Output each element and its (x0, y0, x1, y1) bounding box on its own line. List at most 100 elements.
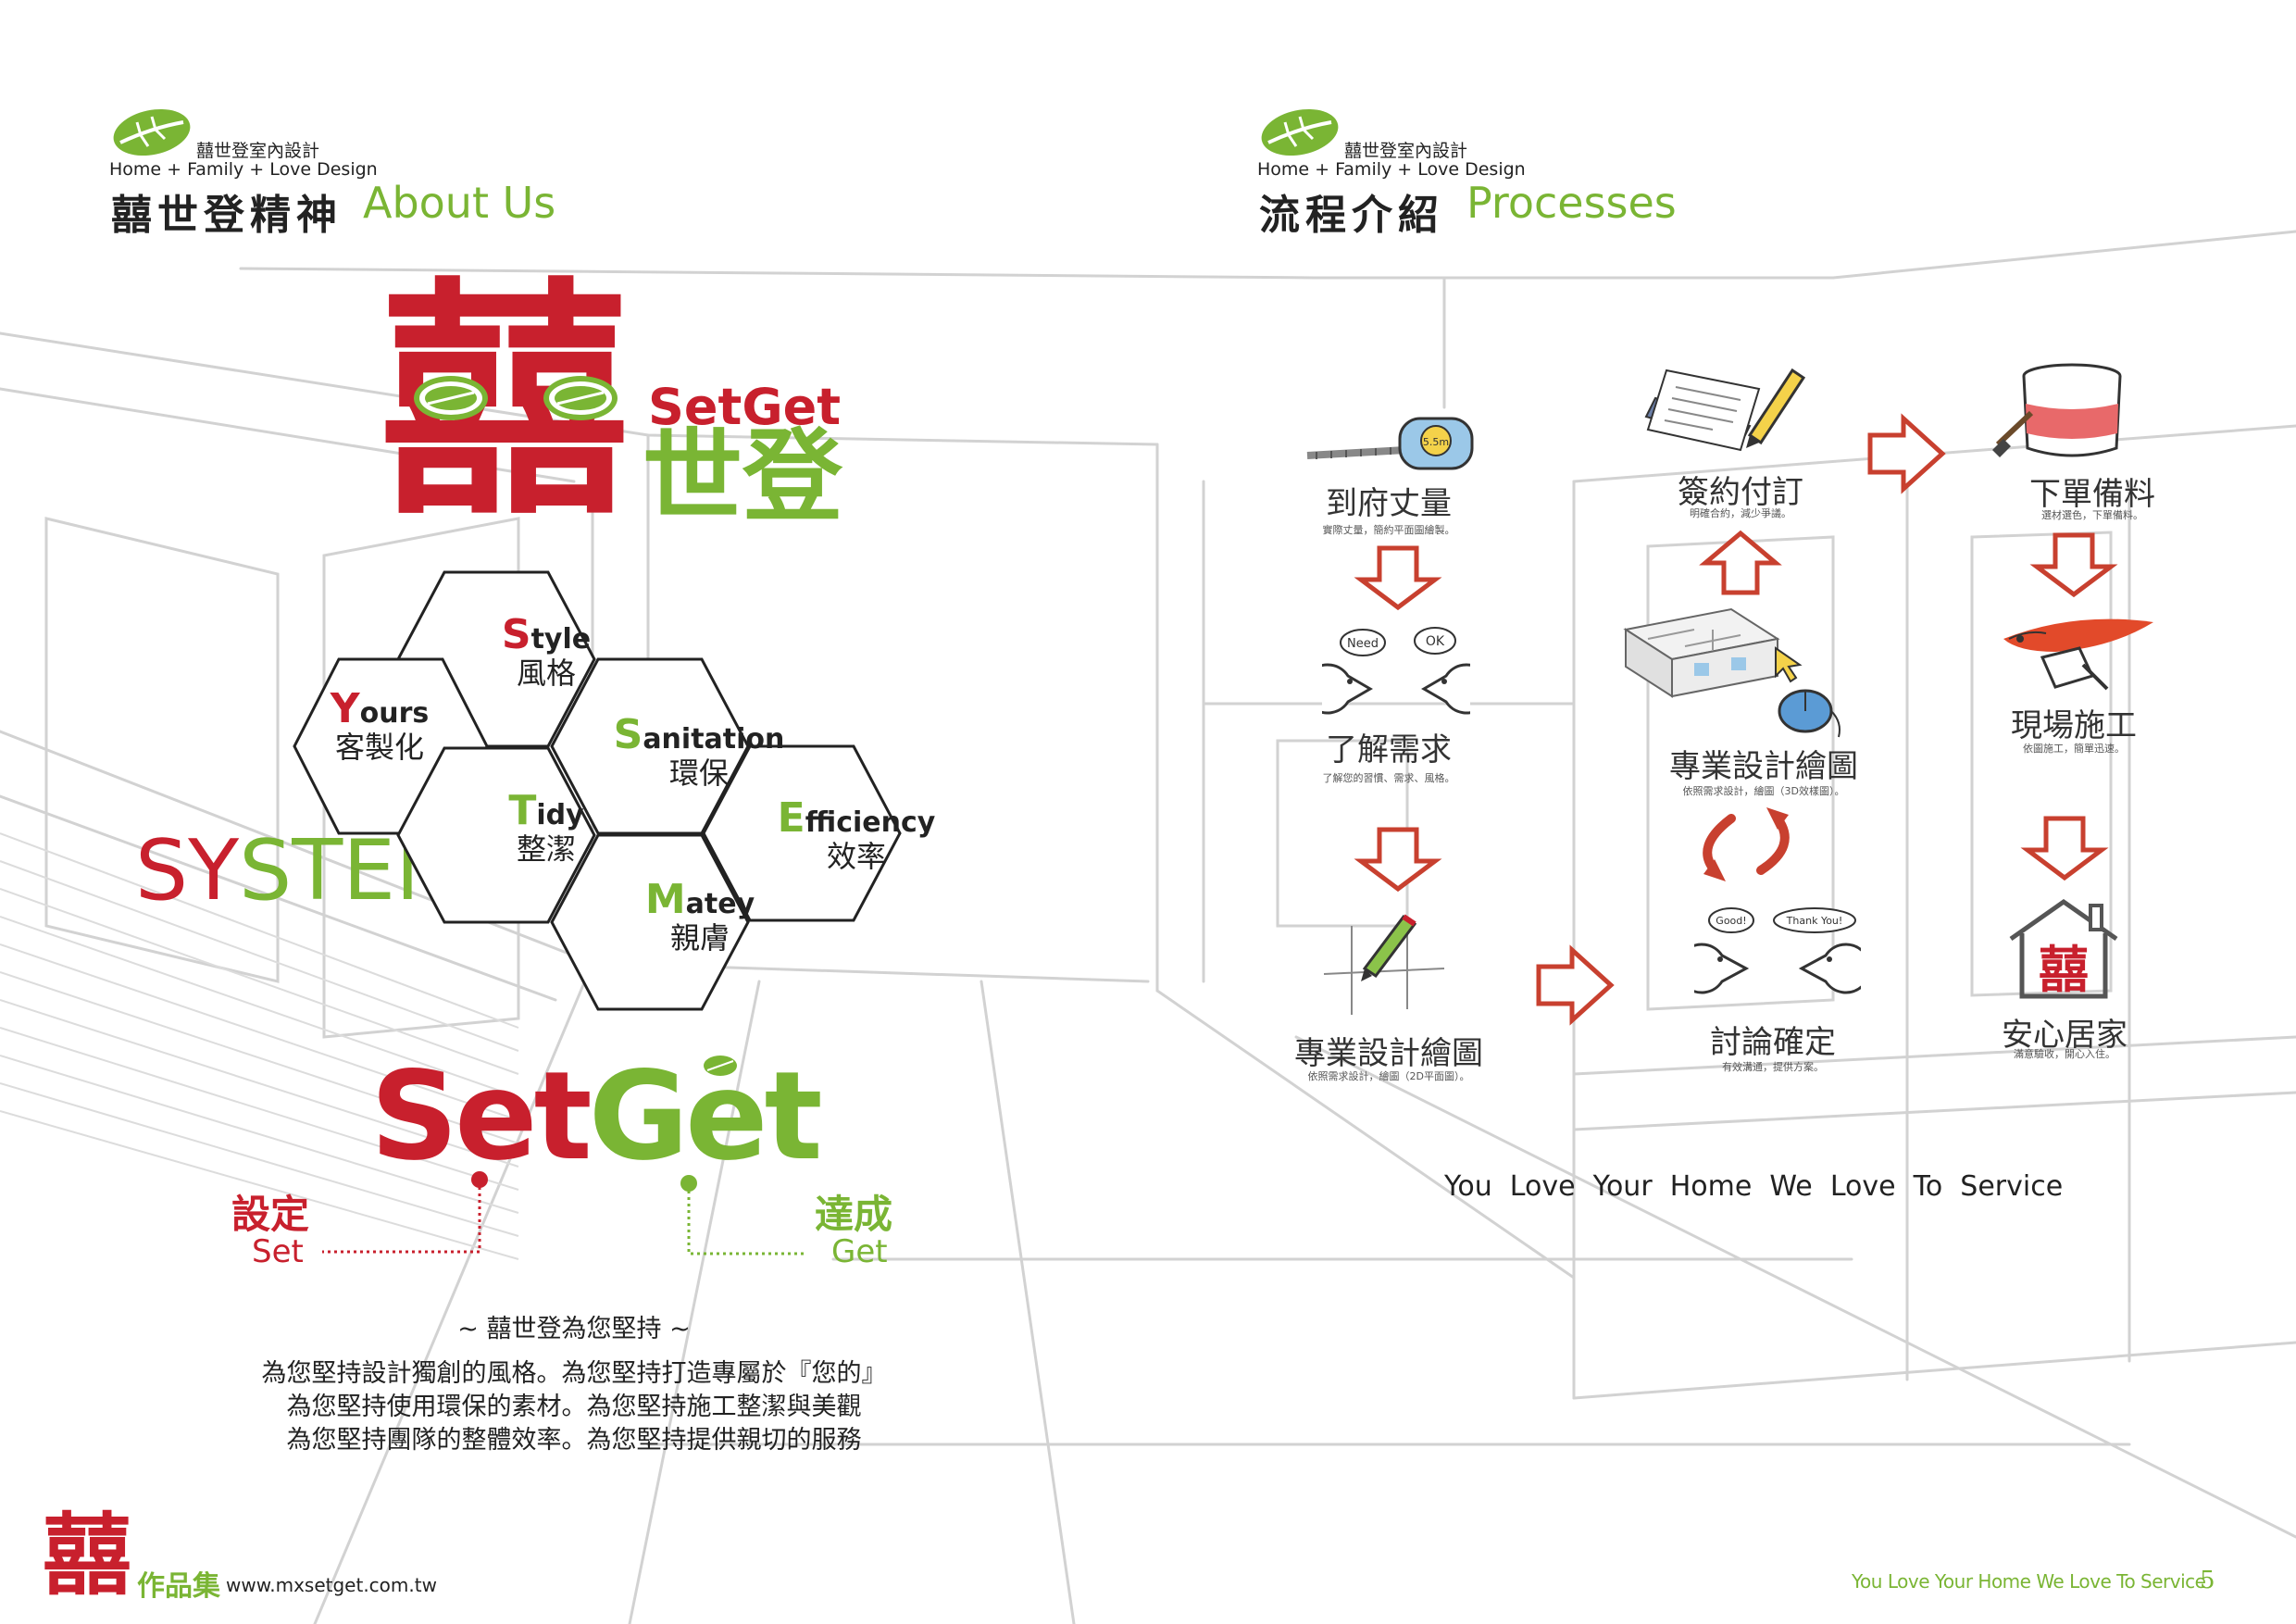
slogan: You Love Your Home We Love To Service (1444, 1170, 2064, 1203)
arrow-up-1 (1699, 530, 1782, 595)
hex-yours-label: Yours 客製化 (278, 685, 481, 766)
hex-tidy-rest: idy (536, 799, 584, 831)
step-4-title: 討論確定 (1710, 1024, 1836, 1061)
hex-tidy-label: Tidy 整潔 (444, 787, 648, 868)
pacman-need-ok-icon: Need OK (1322, 627, 1470, 715)
label-set-en: Set (252, 1233, 304, 1270)
setget-set: Set (370, 1045, 593, 1188)
arrow-down-3 (2029, 532, 2118, 598)
pacman-good-thanks-icon: Good! Thank You! (1694, 907, 1861, 994)
hex-style-cn: 風格 (516, 656, 576, 692)
hex-efficiency-label: Efficiency 效率 (750, 795, 963, 875)
setget-word: SetGet (370, 1056, 823, 1178)
hexagon-tidy (396, 746, 596, 924)
step-8-sub: 依圖施工，簡單迅速。 (2023, 743, 2125, 755)
section-title-en: About Us (363, 178, 556, 228)
step-9-sub: 滿意驗收，開心入住。 (2014, 1048, 2115, 1060)
setget-connectors (322, 1171, 805, 1255)
section-title-cn: 囍世登精神 (111, 192, 343, 239)
hex-sanitation-cap: S (613, 711, 643, 758)
hex-tidy-cap: T (508, 787, 537, 834)
pen-drawing-icon (1323, 914, 1445, 1015)
hexagon-matey (550, 833, 750, 1011)
step-8-title: 現場施工 (2011, 707, 2137, 744)
hexagon-efficiency (702, 744, 902, 922)
step-5-title: 專業設計繪圖 (1669, 748, 1858, 785)
label-get-cn: 達成 (815, 1192, 893, 1237)
hex-matey-cn: 親膚 (669, 920, 730, 956)
bubble-thanks: Thank You! (1786, 915, 1843, 927)
hex-matey-label: Matey 親膚 (598, 876, 802, 956)
arrow-down-1 (1354, 545, 1442, 611)
hex-style-label: Style 風格 (444, 611, 648, 692)
logo-leaf-icon-2 (543, 376, 618, 420)
step-1-title: 到府丈量 (1326, 485, 1452, 522)
hex-style-cap: S (501, 611, 531, 658)
hex-efficiency-rest: fficiency (805, 806, 936, 839)
bubble-good: Good! (1716, 915, 1746, 927)
commit-heading: ~ 囍世登為您堅持 ~ (457, 1315, 691, 1343)
step-3-title: 專業設計繪圖 (1294, 1035, 1483, 1072)
hex-matey-cap: M (644, 876, 686, 923)
system-sy: SY (135, 822, 240, 919)
logo-shideng: 世登 (643, 419, 843, 535)
step-1-sub: 實際丈量，簡約平面圖繪製。 (1322, 524, 1455, 536)
section-title-en-right: Processes (1466, 178, 1677, 228)
house-xi-char: 囍 (2039, 941, 2089, 999)
step-3-sub: 依照需求設計，繪圖（2D平面圖）。 (1307, 1070, 1470, 1082)
step-4-sub: 有效溝通，提供方案。 (1722, 1061, 1824, 1073)
step-9-title: 安心居家 (2002, 1017, 2128, 1054)
hexagon-grid (293, 570, 902, 1011)
hex-yours-cap: Y (330, 685, 360, 732)
step-6-title: 簽約付訂 (1678, 474, 1803, 511)
footer-slogan: You Love Your Home We Love To Service (1852, 1570, 2206, 1593)
step-2-sub: 了解您的習慣、需求、風格。 (1322, 772, 1455, 784)
hex-efficiency-cn: 效率 (826, 839, 886, 875)
company-name-cn-right: 囍世登室內設計 (1344, 141, 1468, 161)
arrow-down-4 (2020, 816, 2109, 881)
bubble-ok: OK (1426, 634, 1445, 649)
trowel-construction-icon (2003, 618, 2153, 691)
company-tagline: Home + Family + Love Design (109, 159, 378, 180)
arrow-down-2 (1354, 827, 1442, 893)
commit-line-2: 為您堅持使用環保的素材。為您堅持施工整潔與美觀 (286, 1393, 862, 1421)
setget-leaf-icon (704, 1056, 737, 1076)
label-get-en: Get (831, 1233, 888, 1270)
hex-tidy-cn: 整潔 (516, 831, 576, 868)
hex-sanitation-cn: 環保 (668, 756, 729, 792)
section-title-cn-right: 流程介紹 (1259, 192, 1444, 239)
footer-collection: 作品集 (137, 1570, 220, 1603)
logo-leaf-icon-1 (414, 376, 488, 420)
step-6-sub: 明確合約，減少爭議。 (1690, 507, 1791, 519)
footer-logo-xi: 囍 (43, 1504, 131, 1607)
step-7-title: 下單備料 (2029, 476, 2155, 513)
label-set-cn: 設定 (231, 1192, 310, 1237)
bubble-need: Need (1347, 637, 1379, 651)
step-2-title: 了解需求 (1326, 731, 1452, 768)
hex-matey-rest: atey (685, 888, 755, 920)
commit-line-3: 為您堅持團隊的整體效率。為您堅持提供親切的服務 (286, 1426, 862, 1455)
step-5-sub: 依照需求設計，繪圖（3D效樣圖）。 (1682, 785, 1845, 797)
cycle-arrows-icon (1703, 814, 1790, 875)
hex-sanitation-rest: anitation (643, 723, 785, 756)
arrow-right-2 (1867, 413, 1946, 494)
company-tagline-right: Home + Family + Love Design (1257, 159, 1526, 180)
leaf-logo-icon-right (1261, 108, 1339, 156)
logo-setget: SetGet (648, 378, 842, 436)
page-number: 5 (2200, 1567, 2215, 1594)
hex-style-rest: tyle (530, 623, 592, 656)
footer-url[interactable]: www.mxsetget.com.tw (226, 1574, 437, 1596)
setget-get: Get (588, 1045, 823, 1188)
tape-measure-label: 5.5m (1423, 436, 1449, 448)
hex-yours-cn: 客製化 (334, 730, 424, 766)
hex-yours-rest: ours (359, 697, 430, 730)
step-7-sub: 選材選色，下單備料。 (2041, 509, 2143, 521)
3d-house-mouse-icon (1623, 607, 1841, 738)
hexagon-sanitation (550, 657, 750, 835)
leaf-logo-icon (113, 108, 191, 156)
arrow-right-1 (1536, 944, 1615, 1026)
paint-bucket-icon (1992, 363, 2122, 457)
tape-measure-icon: 5.5m (1306, 417, 1474, 470)
